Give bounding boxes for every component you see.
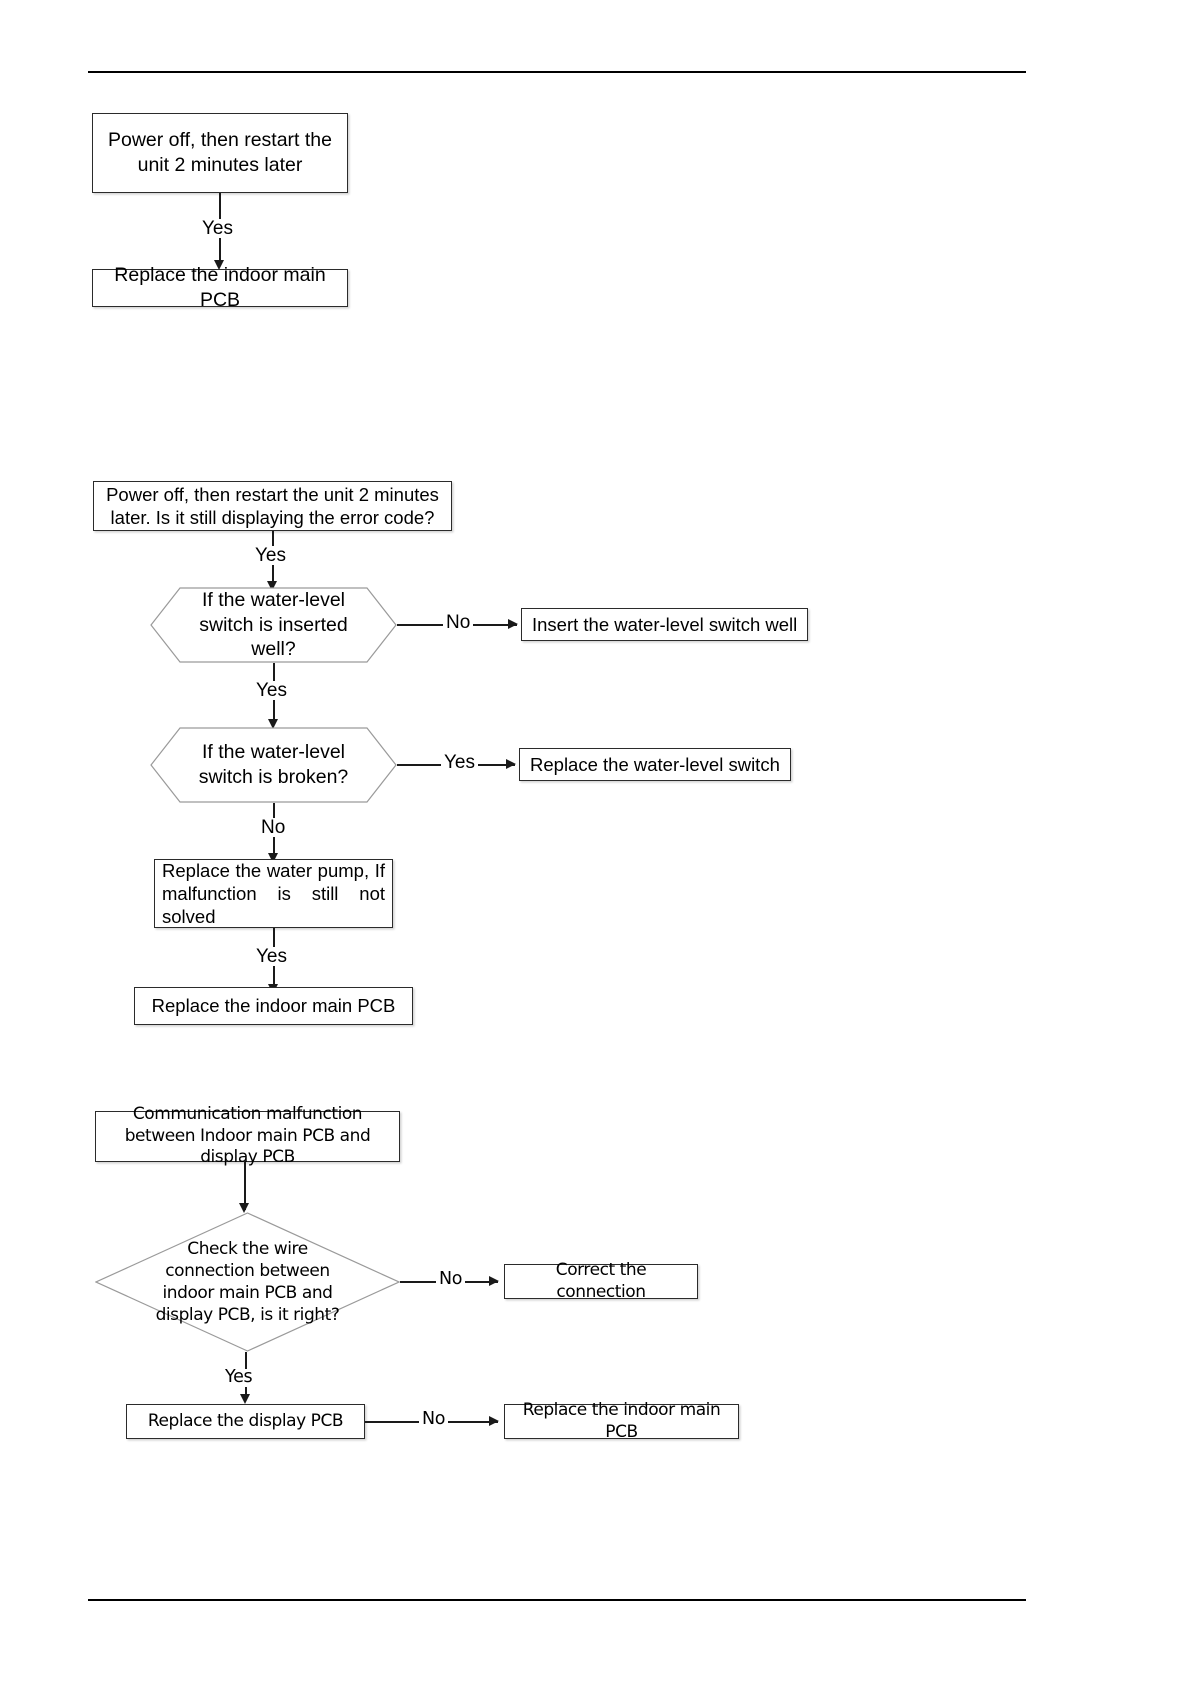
fc2-edge-no1-arrowhead (508, 619, 518, 629)
fc3-edge1-arrowhead (239, 1203, 249, 1213)
fc3-decision-wire: Check the wire connection between indoor… (95, 1212, 400, 1352)
fc2-action-pump-box: Replace the water pump, If malfunction i… (154, 859, 393, 928)
fc2-result-insert-label: Insert the water-level switch well (532, 613, 798, 635)
fc2-decision-inserted: If the water-level switch is inserted we… (150, 587, 397, 663)
fc3-edge-no-arrowhead (489, 1276, 499, 1286)
fc1-action-box: Replace the indoor main PCB (92, 264, 348, 311)
fc2-action-pcb-box: Replace the indoor main PCB (134, 987, 413, 1025)
fc2-edge2-label-yes: Yes (253, 681, 290, 700)
fc3-result-correct-label: Correct the connection (555, 1260, 647, 1302)
fc2-edge-yes2-arrowhead (506, 759, 516, 769)
fc2-edge4-label-yes: Yes (253, 947, 290, 966)
fc2-decision-broken-label: If the water-level switch is broken? (198, 741, 349, 788)
fc2-edge1-label-yes: Yes (252, 546, 289, 565)
fc1-action-label: Replace the indoor main PCB (114, 264, 326, 311)
fc2-edge3-label-no: No (258, 818, 289, 837)
fc3-action-main-pcb-label: Replace the indoor main PCB (522, 1400, 721, 1442)
fc2-start-label: Power off, then restart the unit 2 minut… (106, 483, 439, 528)
fc2-edge3-arrowhead (268, 853, 278, 863)
fc3-edge-no2-arrowhead (489, 1416, 499, 1426)
diamond-shape (95, 1212, 400, 1352)
fc2-edge2-arrowhead (268, 719, 278, 729)
fc1-start-box: Power off, then restart the unit 2 minut… (92, 113, 348, 193)
fc2-edge1-arrowhead (267, 581, 277, 591)
fc1-edge-label-yes: Yes (199, 219, 236, 238)
fc2-edge-no1-label: No (443, 613, 474, 632)
fc2-result-insert-box: Insert the water-level switch well (521, 608, 808, 641)
fc3-edge1-line (244, 1162, 246, 1210)
header-rule (88, 71, 1026, 73)
fc2-action-pump-label: Replace the water pump, If malfunction i… (162, 859, 385, 928)
fc3-action-display-pcb-label: Replace the display PCB (147, 1410, 344, 1431)
fc3-decision-wire-label: Check the wire connection between indoor… (155, 1238, 340, 1326)
fc3-action-display-pcb-box: Replace the display PCB (126, 1404, 365, 1439)
fc3-start-box: Communication malfunction between Indoor… (95, 1104, 400, 1167)
fc2-result-replace-switch-box: Replace the water-level switch (519, 748, 791, 781)
fc3-edge-yes-arrowhead (240, 1394, 250, 1404)
footer-rule (88, 1599, 1026, 1601)
fc2-edge-yes2-label: Yes (441, 753, 478, 772)
fc2-decision-broken: If the water-level switch is broken? (150, 727, 397, 803)
fc1-edge-arrowhead (214, 260, 224, 270)
fc2-result-replace-switch-label: Replace the water-level switch (530, 753, 780, 775)
fc3-result-correct-box: Correct the connection (504, 1260, 698, 1302)
hexagon-shape (150, 727, 397, 803)
fc2-decision-inserted-label: If the water-level switch is inserted we… (199, 589, 348, 661)
fc3-edge-no-label: No (436, 1270, 466, 1289)
fc1-start-label: Power off, then restart the unit 2 minut… (107, 129, 332, 176)
fc3-action-main-pcb-box: Replace the indoor main PCB (504, 1400, 739, 1442)
fc3-start-label: Communication malfunction between Indoor… (124, 1104, 371, 1168)
hexagon-shape (150, 587, 397, 663)
fc2-start-box: Power off, then restart the unit 2 minut… (93, 481, 452, 531)
fc3-edge-no2-label: No (419, 1410, 449, 1429)
fc2-action-pcb-label: Replace the indoor main PCB (151, 995, 396, 1017)
fc3-edge-yes-label: Yes (222, 1368, 256, 1387)
